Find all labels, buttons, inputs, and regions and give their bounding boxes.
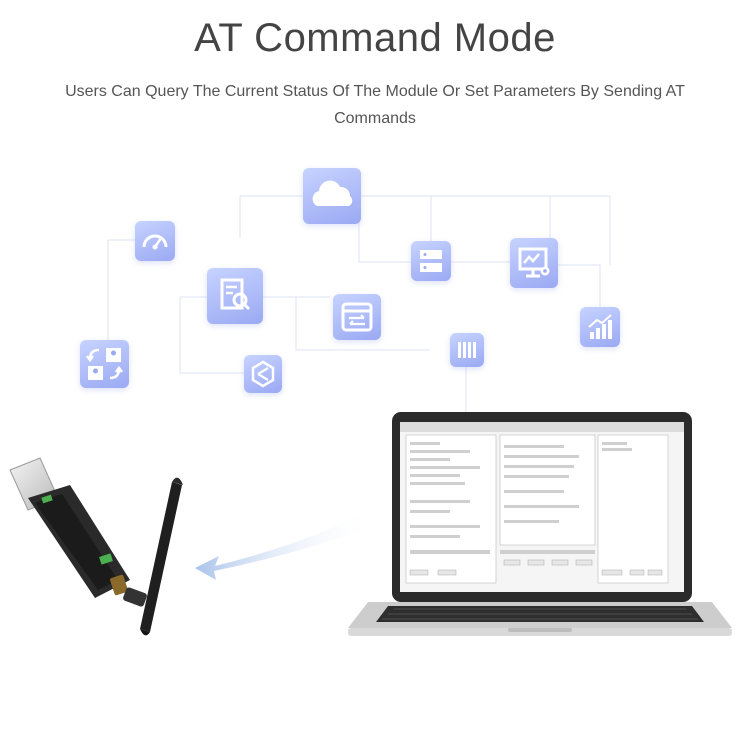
laptop: [348, 412, 732, 636]
speedometer-icon: [135, 221, 175, 261]
growth-chart-icon: [580, 307, 620, 347]
hexagon-link-icon: [244, 355, 282, 393]
monitor-settings-icon: [510, 238, 558, 288]
document-search-icon: [207, 268, 263, 324]
user-exchange-icon: [80, 340, 129, 388]
cloud-icon: [303, 168, 361, 224]
equalizer-icon: [450, 333, 484, 367]
server-icon: [411, 241, 451, 281]
page-title: AT Command Mode: [194, 16, 556, 60]
transfer-icon: [333, 294, 381, 340]
usb-wireless-dongle: [9, 457, 183, 636]
page-subtitle: Users Can Query The Current Status Of Th…: [65, 83, 685, 127]
